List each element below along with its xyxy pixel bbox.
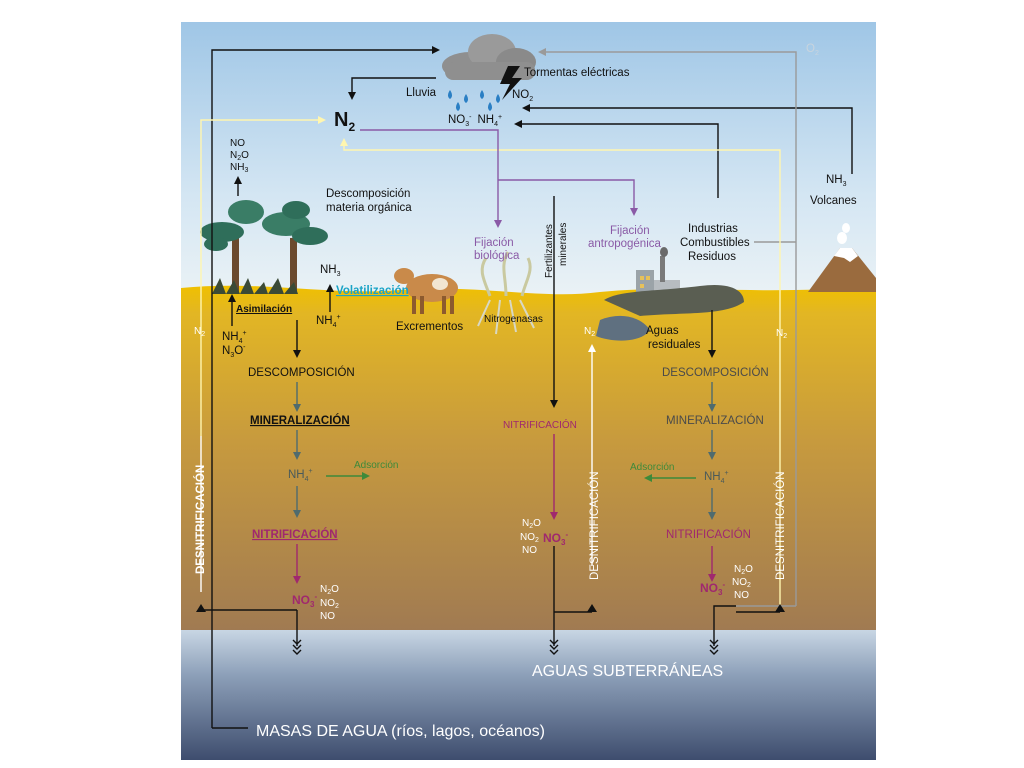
o2-grey-line	[538, 48, 797, 606]
industries-2: Combustibles	[680, 237, 750, 249]
volcano-nh3-arrow	[522, 104, 853, 174]
assimilation-label: Asimilación	[236, 304, 292, 315]
fixation-bio-1: Fijación	[474, 237, 514, 249]
mid-gas-3: NO	[522, 545, 537, 556]
no3-nh4-label: NO3-NH4+	[448, 114, 502, 128]
n2-marker-mid: N2	[584, 326, 595, 338]
right-gas-3: NO	[734, 590, 749, 601]
groundwater-label: AGUAS SUBTERRÁNEAS	[532, 661, 723, 680]
right-nitrification: NITRIFICACIÓN	[666, 528, 751, 541]
fertilizers-label-2: minerales	[558, 223, 569, 266]
industries-3: Residuos	[688, 251, 736, 263]
fixation-anthro-2: antropogénica	[588, 238, 661, 250]
legume-roots-icon	[477, 251, 535, 335]
right-denitrification: DESNITRIFICACIÓN	[774, 471, 787, 580]
excrements-label: Excrementos	[396, 321, 463, 333]
right-nh4: NH4+	[704, 470, 729, 485]
lightning-icon	[500, 66, 522, 100]
n3o-left-label: N3O-	[222, 344, 246, 359]
no2-label: NO2	[512, 89, 533, 103]
wastewater-2: residuales	[648, 339, 701, 351]
volcanoes-label: Volcanes	[810, 195, 857, 207]
left-no3: NO3-	[292, 592, 317, 609]
right-gas-1: N2O	[734, 564, 753, 576]
n2-marker-right: N2	[776, 328, 787, 340]
nitrogenases-label: Nitrogenasas	[484, 314, 543, 325]
fixation-purple-line	[360, 129, 502, 228]
mid-no3: NO3-	[543, 530, 568, 547]
volcano-icon	[808, 223, 876, 292]
mid-denit-tip	[587, 604, 597, 612]
mid-denitrification: DESNITRIFICACIÓN	[588, 471, 601, 580]
left-adsorption: Adsorción	[354, 460, 398, 471]
left-gas-nh3: NH3	[230, 162, 248, 174]
right-mineralization: MINERALIZACIÓN	[666, 414, 764, 427]
soil-layer	[181, 285, 876, 632]
left-gas-1: N2O	[320, 584, 339, 596]
n2-return-right	[340, 138, 781, 606]
cow-icon	[394, 268, 458, 314]
mid-leach-chevrons	[549, 639, 559, 655]
groundwater-layer	[181, 630, 876, 760]
left-gas-no: NO	[230, 138, 245, 149]
n2-marker-left: N2	[194, 326, 205, 338]
rain-to-n2-arrow	[348, 77, 436, 100]
left-denit-tip	[196, 604, 206, 612]
industries-arrow	[514, 120, 719, 198]
volcano-nh3-label: NH3	[826, 174, 847, 188]
fixation-bio-2: biológica	[474, 250, 520, 262]
mid-gas-2: NO2	[520, 532, 539, 544]
volatilization-label: Volatilización	[336, 285, 409, 297]
left-mineralization: MINERALIZACIÓN	[250, 414, 350, 427]
left-leach-chevrons	[292, 639, 302, 655]
right-no3: NO3-	[700, 580, 725, 597]
decomposition-title-2: materia orgánica	[326, 202, 412, 214]
nh4-left-label: NH4+	[222, 330, 247, 345]
raindrops-icon	[448, 90, 500, 111]
o2-label: O2	[806, 43, 819, 57]
left-gas-3: NO	[320, 611, 335, 622]
right-decomposition: DESCOMPOSICIÓN	[662, 366, 769, 379]
right-adsorption: Adsorción	[630, 462, 674, 473]
industries-1: Industrias	[688, 223, 738, 235]
water-bodies-label: MASAS DE AGUA (ríos, lagos, océanos)	[256, 723, 545, 740]
left-nh4: NH4+	[288, 468, 313, 483]
mid-gas-1: N2O	[522, 518, 541, 530]
left-denitrification: DESNITRIFICACIÓN	[194, 465, 207, 574]
rain-label: Lluvia	[406, 87, 437, 99]
right-leach-line	[713, 605, 736, 646]
left-nitrification: NITRIFICACIÓN	[252, 528, 338, 541]
nh4-volatilization-label: NH4+	[316, 314, 341, 329]
right-gas-2: NO2	[732, 577, 751, 589]
fixation-anthro-purple-line	[498, 179, 638, 216]
wastewater-1: Aguas	[646, 325, 679, 337]
left-gas-2: NO2	[320, 598, 339, 610]
nh3-volatilization-label: NH3	[320, 264, 341, 278]
left-decomposition: DESCOMPOSICIÓN	[248, 366, 355, 379]
factory-icon	[596, 247, 744, 341]
right-denit-tip	[775, 604, 785, 612]
n2-label: N2	[334, 109, 355, 134]
trees-icon	[200, 200, 328, 294]
decomposition-title-1: Descomposición	[326, 188, 410, 200]
left-gas-n2o: N2O	[230, 150, 249, 162]
storm-label: Tormentas eléctricas	[524, 67, 630, 79]
right-leach-chevrons	[709, 639, 719, 655]
fertilizers-label-1: Fertilizantes	[544, 224, 555, 278]
water-bodies-loop	[211, 46, 440, 729]
mid-nitrification: NITRIFICACIÓN	[503, 418, 577, 431]
fixation-anthro-1: Fijación	[610, 225, 650, 237]
n2-return-left	[200, 116, 326, 436]
